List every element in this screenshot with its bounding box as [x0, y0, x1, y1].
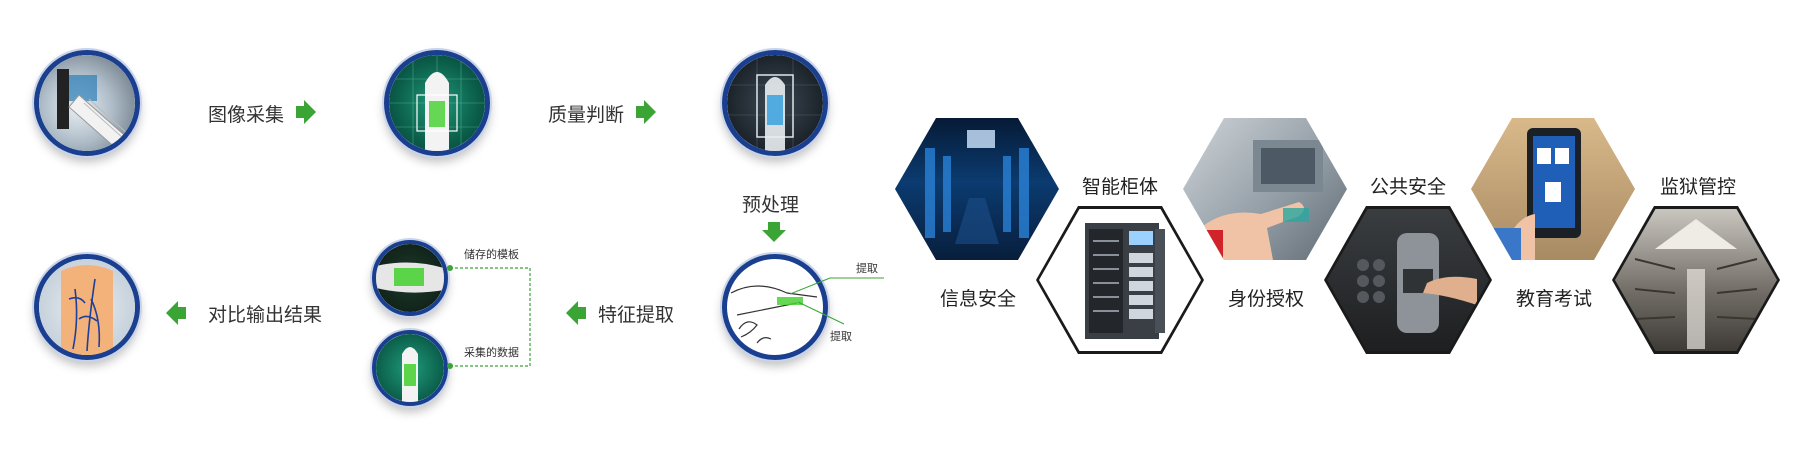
finger-sketch-circle: [722, 254, 828, 360]
prison-corridor-icon: [1634, 219, 1758, 349]
extract-label-top: 提取: [856, 262, 878, 275]
quality-check-circle: [384, 50, 490, 156]
identity-auth-hex: [1183, 118, 1347, 260]
image-capture-circle: [34, 50, 140, 156]
info-security-hex: [895, 118, 1059, 260]
down-arrow-icon: [762, 222, 786, 242]
education-exam-hex: [1471, 118, 1635, 260]
preprocess-circle: [722, 50, 828, 156]
extract-callout-lines: [790, 277, 884, 325]
template-connector-lines: [447, 265, 531, 369]
captured-finger-icon: [402, 347, 418, 402]
finger-scan-frame-icon: [727, 55, 823, 151]
step-image-capture-label: 图像采集: [208, 104, 285, 126]
left-arrow-icon: [566, 301, 586, 325]
app-label-identity-auth: 身份授权: [1228, 288, 1305, 310]
vein-pattern-icon: [61, 265, 113, 355]
finger-scanner-icon: [1357, 233, 1477, 333]
atm-finger-icon: [1193, 140, 1323, 260]
right-arrow-icon: [636, 100, 656, 124]
finger-grid-icon: [389, 55, 485, 151]
step-quality-check-label: 质量判断: [548, 104, 625, 126]
step-preprocess-label: 预处理: [742, 194, 800, 216]
server-room-icon: [925, 130, 1029, 244]
exam-terminal-icon: [1491, 128, 1581, 260]
smart-cabinet-icon: [1085, 223, 1165, 339]
stored-template-label: 储存的模板: [464, 248, 519, 261]
extract-label-bottom: 提取: [830, 330, 852, 343]
stored-template-circle: [372, 240, 448, 316]
hand-sketch-icon: [730, 285, 818, 344]
prison-control-hex: [1615, 209, 1777, 351]
step-compare-output-label: 对比输出结果: [208, 304, 323, 326]
right-arrow-icon: [296, 100, 316, 124]
app-label-info-security: 信息安全: [940, 288, 1017, 310]
app-label-public-security: 公共安全: [1370, 176, 1447, 198]
left-arrow-icon: [166, 301, 186, 325]
app-label-education-exam: 教育考试: [1516, 288, 1593, 310]
public-security-hex: [1327, 209, 1489, 351]
template-finger-icon: [376, 262, 444, 293]
captured-data-label: 采集的数据: [464, 346, 519, 359]
app-label-smart-cabinet: 智能柜体: [1082, 176, 1159, 198]
captured-data-circle: [372, 330, 448, 406]
app-label-prison-control: 监狱管控: [1660, 176, 1737, 198]
step-feature-extract-label: 特征提取: [598, 304, 675, 326]
vein-result-circle: [34, 254, 140, 360]
finger-scan-icon: [57, 69, 132, 151]
smart-cabinet-hex: [1039, 209, 1201, 351]
